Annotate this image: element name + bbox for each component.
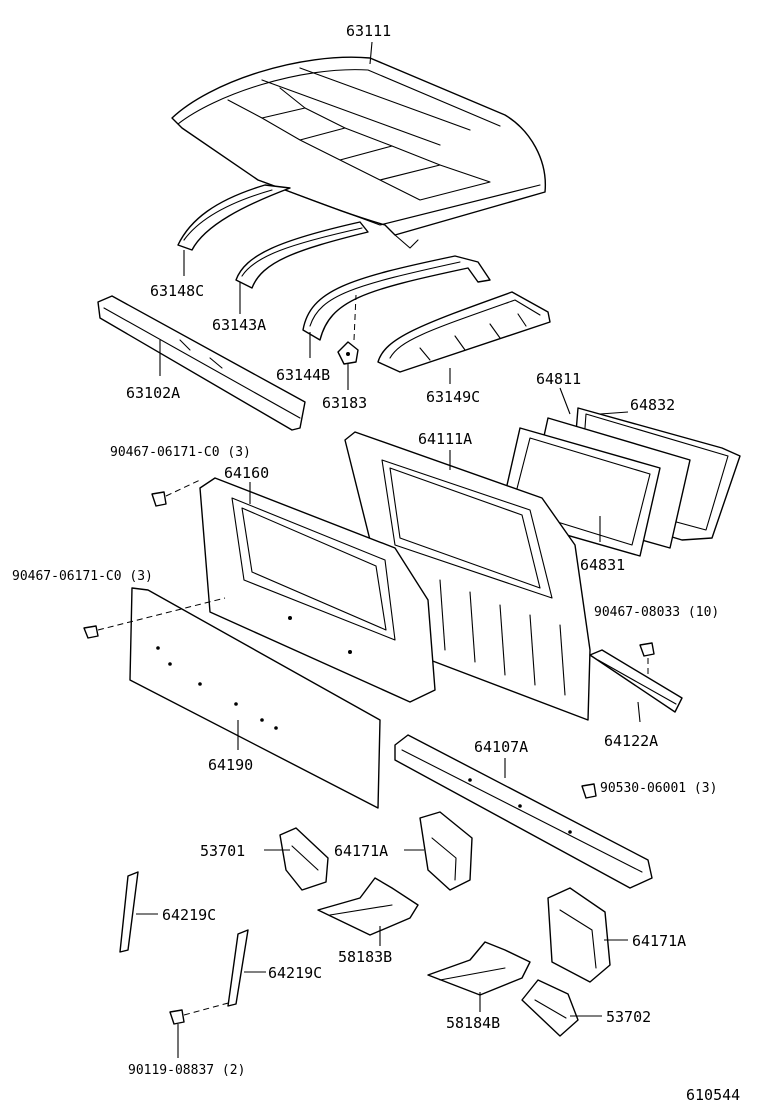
label-64219C-upper: 64219C [162,906,216,924]
roof-bow-63148C [177,184,291,251]
label-63148C: 63148C [150,282,204,300]
bolt-icon-upper-left [151,479,201,507]
roof-panel [171,56,546,249]
label-64107A: 64107A [474,738,528,756]
label-64160: 64160 [224,464,269,482]
roof-bow-63144B [302,255,491,341]
label-58184B: 58184B [446,1014,500,1032]
label-64111A: 64111A [418,430,472,448]
label-63143A: 63143A [212,316,266,334]
bolt-icon-lower [581,783,597,799]
label-64811: 64811 [536,370,581,388]
leader-lines [136,41,641,1058]
roof-bow-63149C [377,291,551,373]
label-64171A-lower: 64171A [632,932,686,950]
bracket-64171A-lower [547,887,611,983]
back-panel-64111A [344,431,591,721]
label-53701: 53701 [200,842,245,860]
clip-63183 [337,294,359,365]
label-63144B: 63144B [276,366,330,384]
bolt-icon-left [83,597,226,639]
sill-64122A [589,649,683,713]
strap-64219C-b [227,929,249,1007]
label-64190: 64190 [208,756,253,774]
cross-member-64107A [394,734,653,889]
bolt-icon-right [639,642,655,685]
label-64171A-upper: 64171A [334,842,388,860]
bolt-icon-bottom [169,1001,233,1025]
label-64122A: 64122A [604,732,658,750]
label-90467-06171-upper: 90467-06171-C0 (3) [110,445,251,460]
label-53702: 53702 [606,1008,651,1026]
figure-id: 610544 [686,1086,740,1104]
inner-panel-64190 [129,587,381,809]
label-64832: 64832 [630,396,675,414]
bracket-53701 [279,827,329,891]
label-64219C-lower: 64219C [268,964,322,982]
bracket-64171A-upper [419,811,473,891]
label-58183B: 58183B [338,948,392,966]
label-64831: 64831 [580,556,625,574]
bracket-53702 [521,979,579,1037]
label-63149C: 63149C [426,388,480,406]
rear-glass-set [499,407,741,557]
label-90467-06171-lower: 90467-06171-C0 (3) [12,569,153,584]
bracket-58183B [317,877,419,936]
label-63102A: 63102A [126,384,180,402]
strap-64219C-a [119,871,139,953]
label-90530-06001: 90530-06001 (3) [600,781,717,796]
outer-panel-64160 [199,477,436,703]
roof-bow-63143A [235,221,369,289]
label-90467-08033: 90467-08033 (10) [594,605,719,620]
label-90119-08837: 90119-08837 (2) [128,1063,245,1078]
label-63183: 63183 [322,394,367,412]
bracket-58184B [427,941,531,996]
label-63111: 63111 [346,22,391,40]
header-rail-63102A [97,295,306,431]
